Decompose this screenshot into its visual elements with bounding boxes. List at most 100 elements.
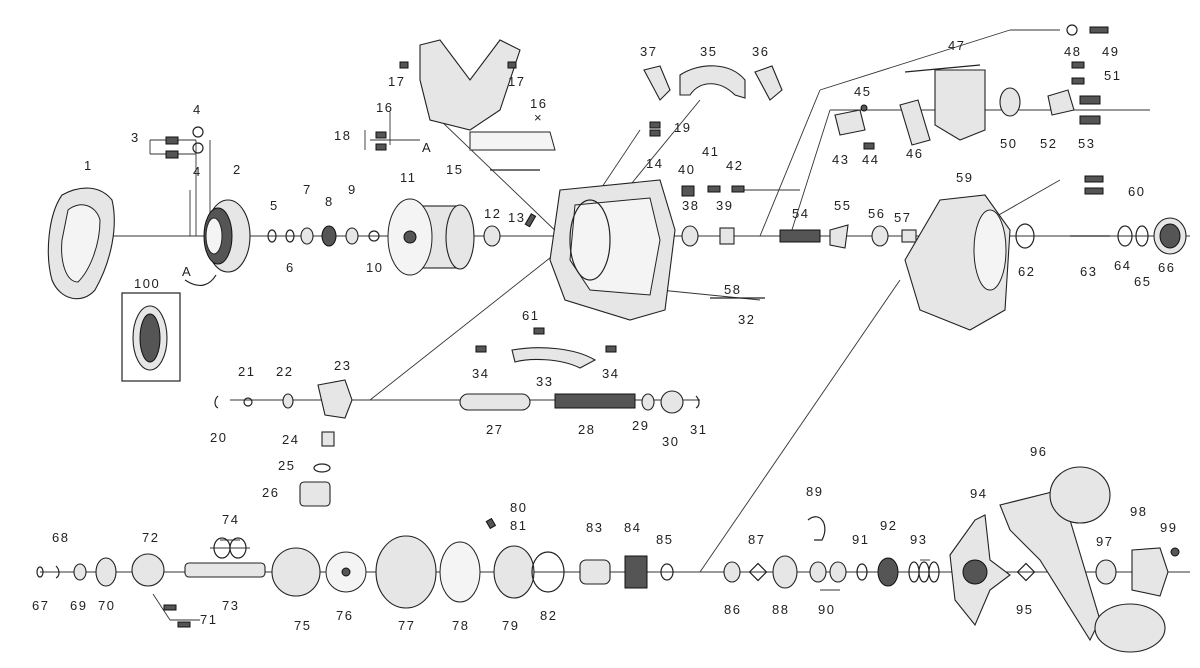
parts-33-34-61 (475, 327, 617, 369)
label-19: 19 (674, 120, 691, 135)
label-74: 74 (222, 512, 239, 527)
label-8: 8 (325, 194, 334, 209)
part-3-screws (165, 136, 179, 159)
label-14: 14 (646, 156, 663, 171)
label-75: 75 (294, 618, 311, 633)
part-11-spool (387, 198, 475, 276)
label-4a: 4 (193, 102, 202, 117)
parts-54-66-right-side (710, 175, 1187, 331)
label-100: 100 (134, 276, 160, 291)
label-15: 15 (446, 162, 463, 177)
label-92: 92 (880, 518, 897, 533)
label-56: 56 (868, 206, 885, 221)
label-17a: 17 (388, 74, 405, 89)
label-21: 21 (238, 364, 255, 379)
label-97: 97 (1096, 534, 1113, 549)
label-46: 46 (906, 146, 923, 161)
label-3: 3 (131, 130, 140, 145)
label-64: 64 (1114, 258, 1131, 273)
part-number-labels: 1 2 3 4 4 5 6 7 8 9 10 11 12 13 14 15 16… (32, 38, 1177, 633)
part-15-16-thumb-bar (419, 39, 556, 171)
marker-a-left: A (182, 264, 192, 279)
label-25: 25 (278, 458, 295, 473)
part-17-screws (375, 61, 661, 151)
label-36: 36 (752, 44, 769, 59)
label-18: 18 (334, 128, 351, 143)
label-81: 81 (510, 518, 527, 533)
label-84: 84 (624, 520, 641, 535)
part-1-side-cover (47, 187, 115, 300)
label-54: 54 (792, 206, 809, 221)
label-17b: 17 (508, 74, 525, 89)
label-13: 13 (508, 210, 525, 225)
label-78: 78 (452, 618, 469, 633)
label-79: 79 (502, 618, 519, 633)
label-27: 27 (486, 422, 503, 437)
label-40: 40 (678, 162, 695, 177)
label-93: 93 (910, 532, 927, 547)
label-62: 62 (1018, 264, 1035, 279)
label-2: 2 (233, 162, 242, 177)
label-22: 22 (276, 364, 293, 379)
label-32: 32 (738, 312, 755, 327)
label-91: 91 (852, 532, 869, 547)
label-68: 68 (52, 530, 69, 545)
label-30: 30 (662, 434, 679, 449)
label-53: 53 (1078, 136, 1095, 151)
label-26: 26 (262, 485, 279, 500)
label-31: 31 (690, 422, 707, 437)
parts-20-31-row (214, 379, 700, 507)
label-38: 38 (682, 198, 699, 213)
label-24: 24 (282, 432, 299, 447)
marker-a-top: A (422, 140, 432, 155)
label-33: 33 (536, 374, 553, 389)
parts-35-37-clips (643, 65, 783, 101)
label-71: 71 (200, 612, 217, 627)
label-43: 43 (832, 152, 849, 167)
label-95: 95 (1016, 602, 1033, 617)
label-10: 10 (366, 260, 383, 275)
label-98: 98 (1130, 504, 1147, 519)
label-86: 86 (724, 602, 741, 617)
label-69: 69 (70, 598, 87, 613)
label-11: 11 (400, 170, 417, 185)
label-5: 5 (270, 198, 279, 213)
label-23: 23 (334, 358, 351, 373)
parts-12-13 (483, 213, 537, 247)
part-4-washers (192, 126, 204, 154)
label-61: 61 (522, 308, 539, 323)
label-89: 89 (806, 484, 823, 499)
label-80: 80 (510, 500, 527, 515)
label-90: 90 (818, 602, 835, 617)
part-2-brake-housing (203, 199, 251, 273)
label-44: 44 (862, 152, 879, 167)
label-37: 37 (640, 44, 657, 59)
label-39: 39 (716, 198, 733, 213)
label-1: 1 (84, 158, 93, 173)
label-77: 77 (398, 618, 415, 633)
label-83: 83 (586, 520, 603, 535)
label-48: 48 (1064, 44, 1081, 59)
label-16: 16 (376, 100, 393, 115)
label-47: 47 (948, 38, 965, 53)
label-9: 9 (348, 182, 357, 197)
label-41: 41 (702, 144, 719, 159)
label-72: 72 (142, 530, 159, 545)
part-14-frame (549, 179, 676, 321)
label-73: 73 (222, 598, 239, 613)
parts-38-42 (681, 185, 745, 247)
star-marker: × (534, 110, 543, 125)
label-12: 12 (484, 206, 501, 221)
label-35: 35 (700, 44, 717, 59)
label-87: 87 (748, 532, 765, 547)
label-55: 55 (834, 198, 851, 213)
label-60: 60 (1128, 184, 1145, 199)
label-57: 57 (894, 210, 911, 225)
label-63: 63 (1080, 264, 1097, 279)
label-28: 28 (578, 422, 595, 437)
label-66: 66 (1158, 260, 1175, 275)
label-99: 99 (1160, 520, 1177, 535)
label-16-star: 16 (530, 96, 547, 111)
label-65: 65 (1134, 274, 1151, 289)
